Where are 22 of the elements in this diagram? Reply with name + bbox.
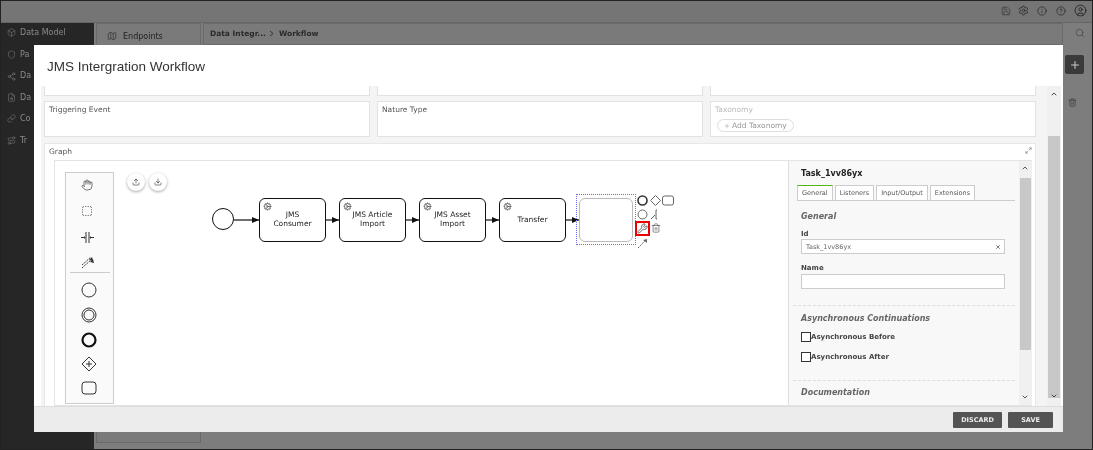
- sidebar-menu-item: Da: [20, 71, 32, 80]
- section-heading: Asynchronous Continuations: [801, 314, 931, 323]
- section-heading: General: [801, 212, 837, 221]
- sequence-flow-arrow: [325, 217, 340, 223]
- service-task-box: [419, 198, 486, 242]
- sidebar-menu-item: Pa: [20, 49, 30, 59]
- sidebar-menu-item: Co: [20, 114, 31, 123]
- dialog-title: JMS Intergration Workflow: [47, 59, 206, 74]
- start-event-circle: [212, 208, 234, 230]
- sequence-flow-arrow: [485, 217, 500, 223]
- sequence-flow-arrow: [405, 217, 420, 223]
- sidebar-menu-item: Tr: [20, 135, 27, 145]
- sidebar-menu-item: Data Model: [20, 28, 66, 37]
- panel-title: Endpoints: [123, 32, 163, 41]
- service-task-box: [499, 198, 566, 242]
- service-task-box: [339, 198, 406, 242]
- service-task-box: [259, 198, 326, 242]
- element-id-heading: Task_1vv86yx: [801, 169, 863, 178]
- sequence-flow-arrow: [565, 217, 580, 223]
- sequence-flow-arrow: [233, 217, 260, 223]
- sidebar-menu-item: Da: [20, 92, 32, 102]
- section-heading: Documentation: [801, 388, 870, 397]
